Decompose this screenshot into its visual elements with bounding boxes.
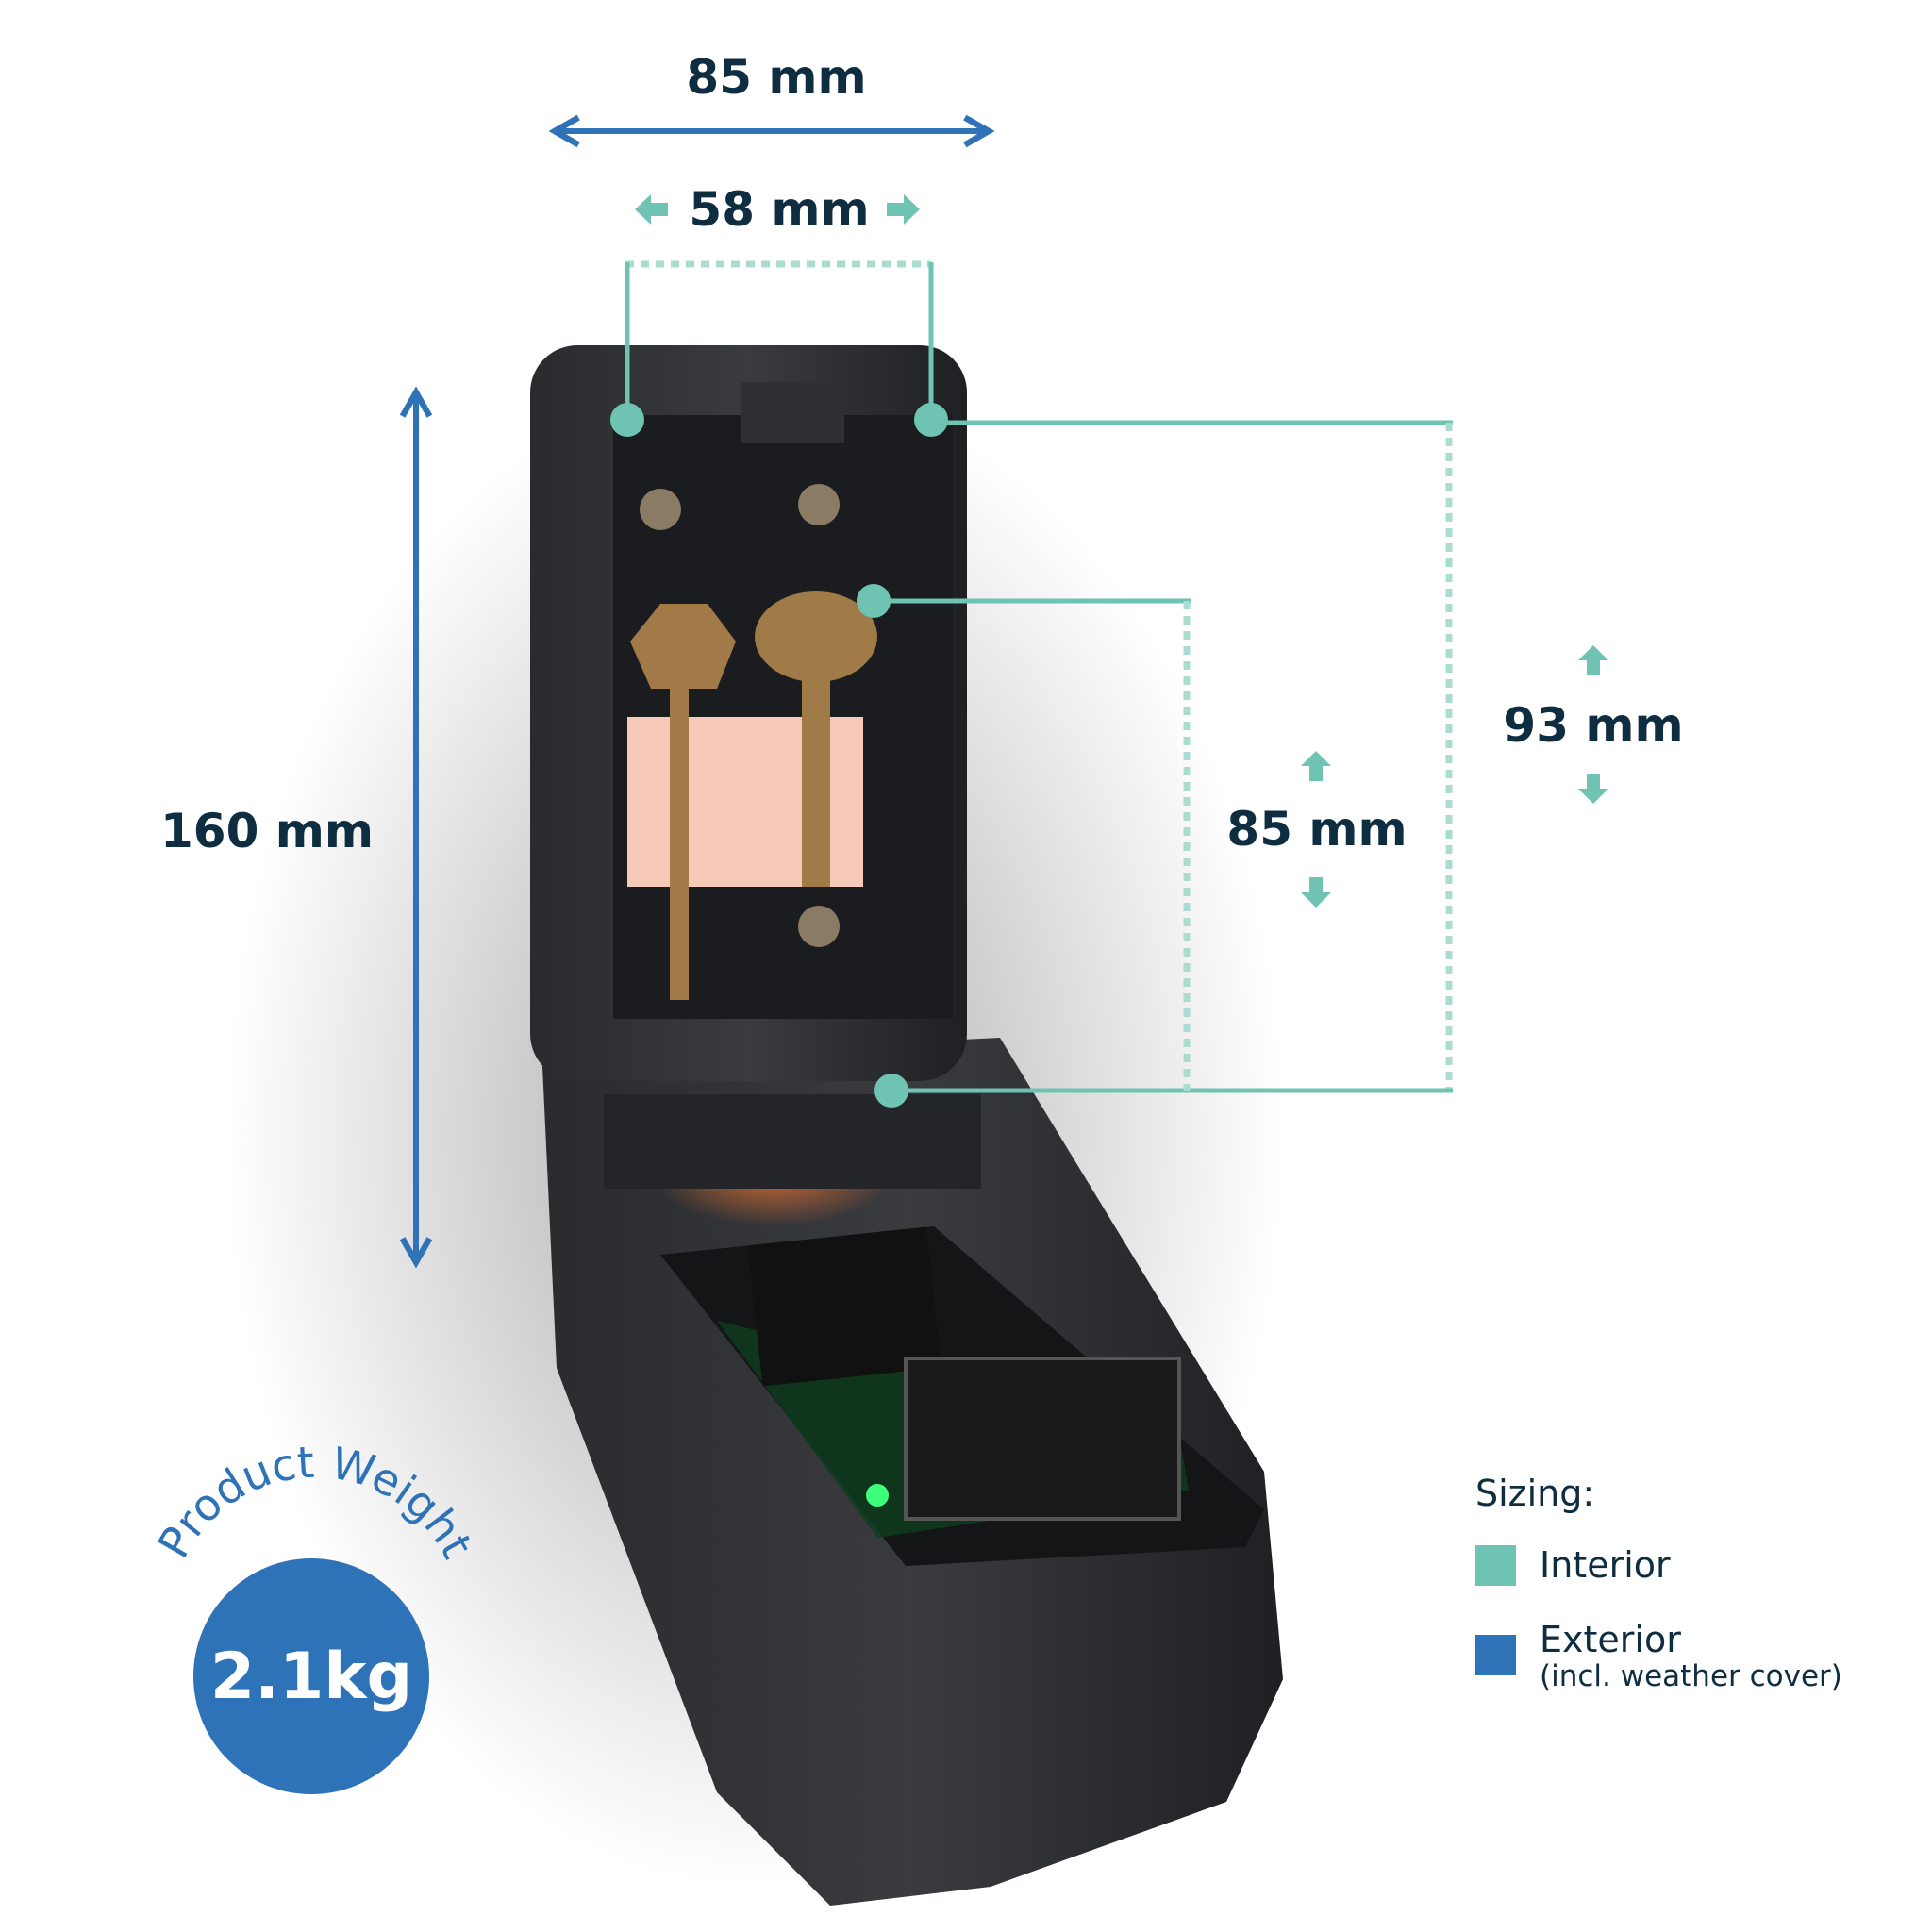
arrow-up-icon bbox=[1578, 645, 1608, 675]
dimension-point bbox=[914, 403, 948, 437]
interior-depth-label: 93 mm bbox=[1503, 698, 1683, 753]
interior-height-label: 85 mm bbox=[1226, 802, 1407, 857]
weight-value: 2.1kg bbox=[210, 1640, 412, 1714]
interior-width-label: 58 mm bbox=[689, 182, 869, 237]
interior-width-guide bbox=[625, 260, 934, 420]
legend-swatch-interior bbox=[1475, 1545, 1516, 1586]
legend-swatch-exterior bbox=[1475, 1635, 1516, 1675]
arrow-down-icon bbox=[1301, 877, 1331, 908]
exterior-height-label: 160 mm bbox=[160, 804, 374, 858]
legend-sublabel-exterior: (incl. weather cover) bbox=[1540, 1659, 1842, 1693]
legend-label-exterior: Exterior bbox=[1540, 1619, 1681, 1660]
arrow-left-icon bbox=[635, 194, 668, 225]
legend-title: Sizing: bbox=[1475, 1473, 1594, 1514]
exterior-width-label: 85 mm bbox=[686, 50, 866, 105]
interior-height-guide bbox=[874, 598, 1191, 1091]
dimension-point bbox=[610, 403, 644, 437]
legend-label-interior: Interior bbox=[1540, 1544, 1671, 1586]
key-safe-product-image bbox=[226, 345, 1283, 1906]
arrow-up-icon bbox=[1301, 751, 1331, 781]
arrow-down-icon bbox=[1578, 774, 1608, 804]
arrow-right-icon bbox=[887, 194, 920, 225]
weight-circle bbox=[193, 1558, 429, 1794]
dimension-point bbox=[874, 1074, 908, 1108]
dimension-point bbox=[857, 584, 891, 618]
interior-depth-guide bbox=[891, 420, 1453, 1093]
legend: Sizing: Interior Exterior (incl. weather… bbox=[1475, 1473, 1842, 1693]
